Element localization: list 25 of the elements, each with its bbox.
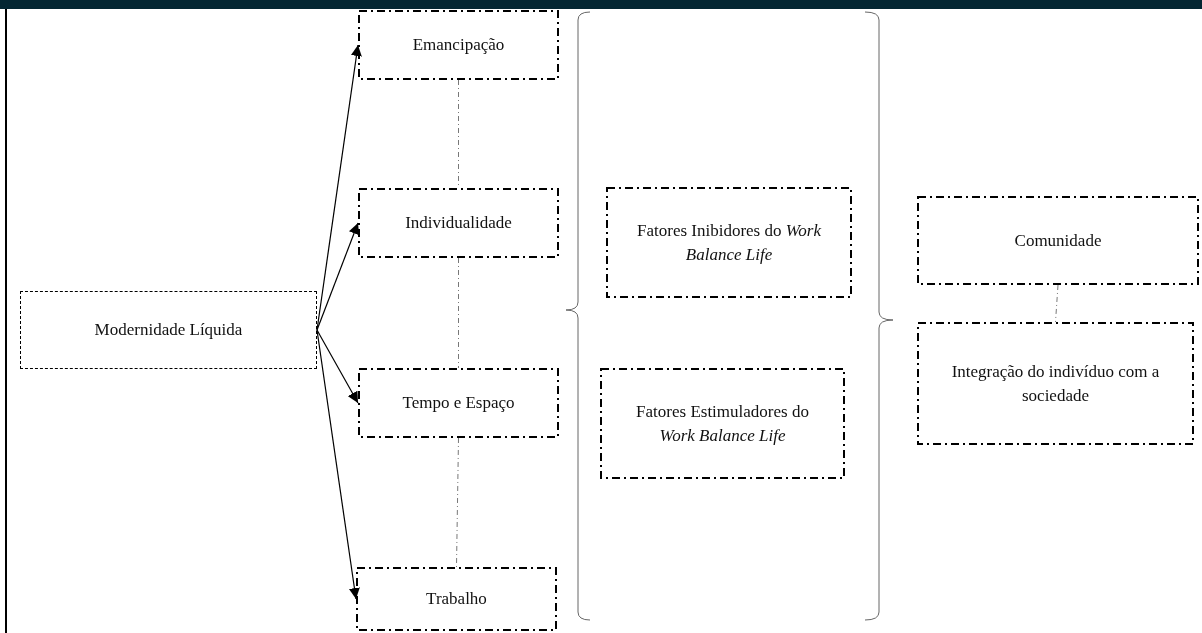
- concept-box: [606, 187, 852, 298]
- box-label: Integração do indivíduo com a sociedade: [950, 360, 1161, 407]
- connector-line: [456, 437, 459, 568]
- connector-line: [1055, 284, 1059, 323]
- box-label: Tempo e Espaço: [402, 392, 515, 414]
- concept-box: [20, 291, 317, 369]
- arrow: [316, 222, 360, 331]
- box-label: Modernidade Líquida: [94, 319, 243, 341]
- arrow: [316, 44, 362, 331]
- box-label: Fatores Inibidores do Work Balance Life: [636, 219, 822, 266]
- connector-line: [458, 257, 459, 369]
- box-label: Emancipação: [412, 34, 505, 56]
- box-label: Trabalho: [426, 588, 487, 610]
- concept-box: [917, 322, 1194, 445]
- concept-box: [358, 188, 559, 258]
- arrow: [316, 329, 360, 600]
- box-label: Fatores Estimuladores do Work Balance Life: [635, 400, 810, 447]
- box-label: Individualidade: [405, 212, 512, 234]
- concept-box: [600, 368, 845, 479]
- arrow: [316, 329, 359, 404]
- concept-box: [358, 368, 559, 438]
- concept-box: [917, 196, 1199, 285]
- concept-box: [358, 10, 559, 80]
- box-label: Comunidade: [1014, 229, 1102, 252]
- concept-box: [356, 567, 557, 631]
